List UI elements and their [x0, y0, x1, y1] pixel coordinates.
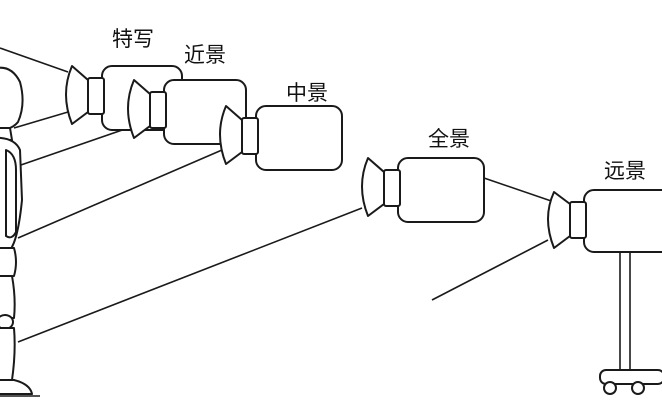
camera-closeup-collar — [87, 77, 105, 115]
camera-long-shot-body — [583, 189, 662, 253]
camera-long-shot-wheel — [631, 381, 645, 395]
label-medium-shot: 中景 — [286, 81, 328, 105]
camera-long-shot-wheel — [603, 381, 617, 395]
mannequin-figure — [0, 66, 40, 397]
camera-medium-shot — [219, 105, 343, 171]
mannequin-knee — [0, 314, 14, 330]
connector-full-to-long — [483, 177, 561, 205]
sight-line-full-shot — [17, 207, 363, 343]
camera-medium-shot-collar — [241, 117, 259, 155]
sight-line-long-shot — [431, 239, 549, 301]
label-full-shot: 全景 — [428, 127, 470, 151]
mannequin-shin — [0, 327, 16, 381]
label-long-shot: 远景 — [604, 159, 646, 183]
mannequin-arm — [5, 149, 17, 239]
camera-closeup-lens — [65, 65, 89, 125]
camera-full-shot-lens — [361, 157, 385, 217]
label-closeup: 特写 — [112, 27, 154, 51]
camera-long-shot — [547, 189, 662, 395]
mannequin-hips — [0, 247, 17, 279]
camera-close-shot-collar — [149, 91, 167, 129]
camera-close-shot — [127, 79, 247, 145]
sight-line-closeup-top — [0, 47, 69, 73]
mannequin-foot — [0, 379, 33, 395]
sight-lines — [0, 47, 561, 343]
camera-long-shot-base — [599, 369, 662, 385]
camera-full-shot — [361, 157, 485, 223]
sight-line-medium-shot — [17, 149, 223, 239]
camera-long-shot-collar — [569, 201, 587, 239]
mannequin-thigh — [0, 275, 16, 319]
camera-close-shot-lens — [127, 79, 151, 139]
sight-line-close-shot — [17, 127, 129, 167]
camera-medium-shot-lens — [219, 105, 243, 165]
mannequin-neck — [0, 127, 13, 141]
camera-long-shot-lens — [547, 191, 571, 249]
label-close-shot: 近景 — [184, 43, 226, 67]
sight-line-closeup-bottom — [13, 111, 69, 129]
mannequin-head — [0, 66, 24, 132]
camera-full-shot-body — [397, 157, 485, 223]
camera-medium-shot-body — [255, 105, 343, 171]
camera-full-shot-collar — [383, 169, 401, 207]
